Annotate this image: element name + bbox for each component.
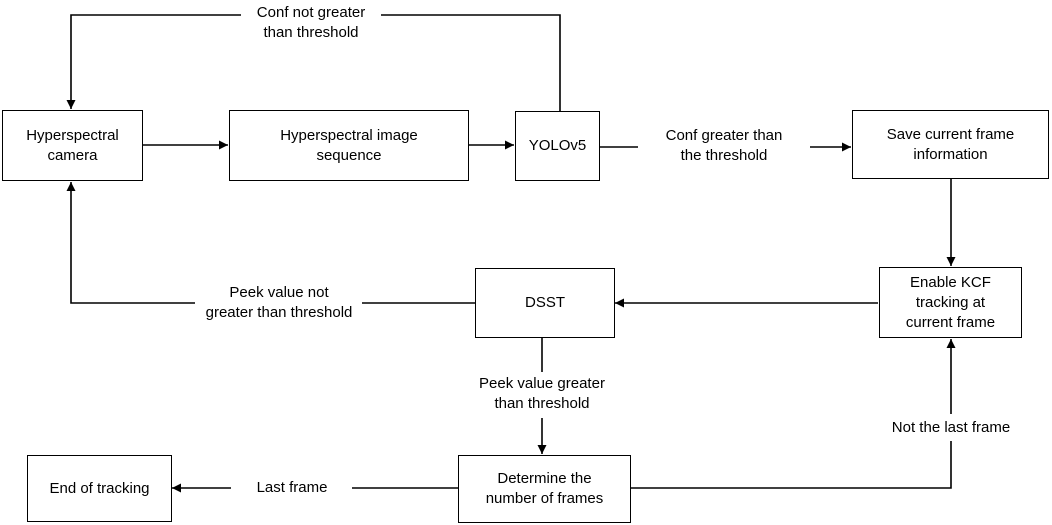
conf-greater-label: Conf greater than the threshold [640,126,808,166]
label-text: greater than threshold [205,304,353,321]
node-text: Hyperspectral [26,126,119,144]
determine-frames-node: Determine the number of frames [458,455,631,523]
label-text: the threshold [680,147,768,164]
peek-value-not-greater-label: Peek value not greater than threshold [196,283,362,323]
save-frame-info-node: Save current frame information [852,110,1049,179]
node-text: current frame [905,313,996,331]
node-text: Save current frame [886,125,1015,143]
label-text: Not the last frame [891,419,1011,436]
node-text: Determine the [497,470,592,487]
label-text: Peek value not [229,284,329,301]
end-of-tracking-node: End of tracking [27,455,172,522]
not-last-frame-label: Not the last frame [876,418,1026,438]
label-text: than threshold [263,24,359,41]
arrow-dsst-to-camera [71,182,475,304]
yolov5-node: YOLOv5 [515,111,600,181]
label-text: Peek value greater [479,375,605,392]
node-text: YOLOv5 [528,137,587,154]
last-frame-label: Last frame [240,478,344,498]
enable-kcf-node: Enable KCF tracking at current frame [879,267,1022,338]
label-text: Conf greater than [665,127,783,144]
peek-value-greater-label: Peek value greater than threshold [462,374,622,414]
conf-not-greater-label: Conf not greater than threshold [241,3,381,43]
node-text: tracking at [915,293,986,311]
label-text: Last frame [256,479,328,496]
node-text: Enable KCF [910,273,991,291]
node-text: number of frames [485,490,604,507]
node-text: Hyperspectral image [280,126,418,144]
node-text: sequence [316,146,382,164]
label-text: than threshold [494,395,590,412]
arrow-determine-to-kcf [631,339,951,489]
arrow-yolo-feedback-to-camera [71,14,561,111]
dsst-node: DSST [475,268,615,338]
node-text: information [913,145,988,163]
label-text: Conf not greater [256,4,366,21]
node-text: camera [47,146,98,164]
node-text: DSST [524,294,565,311]
hyperspectral-camera-node: Hyperspectral camera [2,110,143,181]
node-text: End of tracking [49,479,150,497]
hyperspectral-image-sequence-node: Hyperspectral image sequence [229,110,469,181]
